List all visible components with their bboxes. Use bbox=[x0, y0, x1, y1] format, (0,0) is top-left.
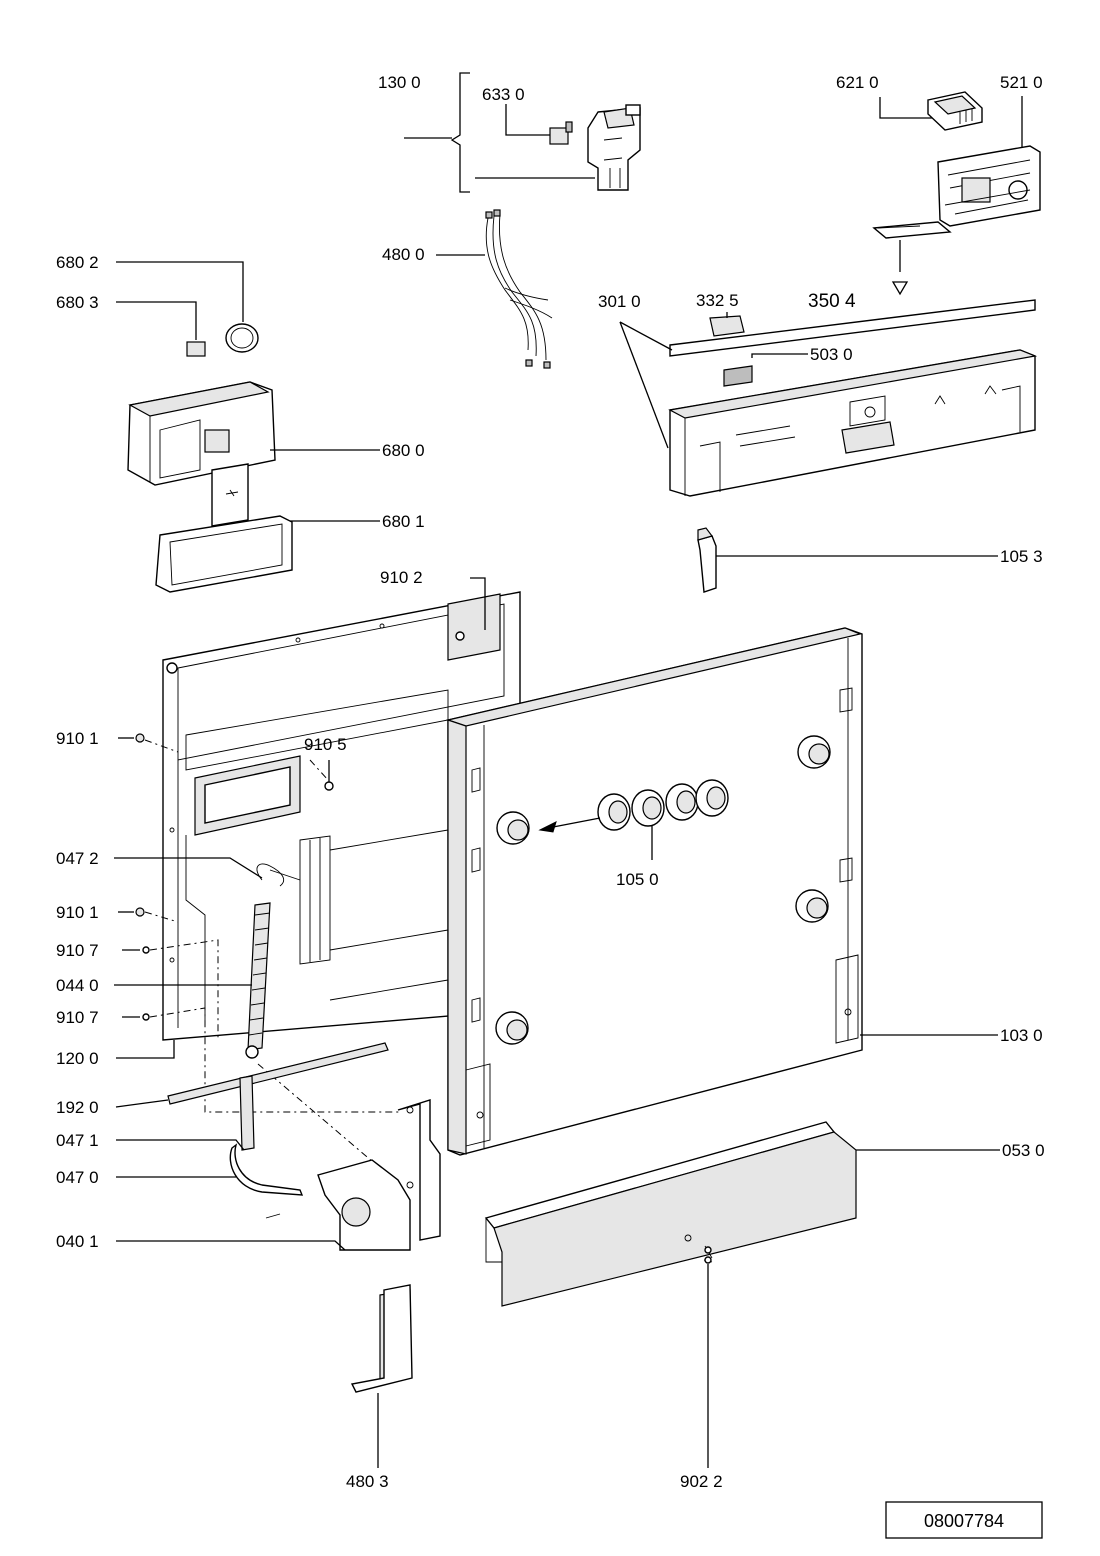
label-040-1: 040 1 bbox=[56, 1232, 99, 1251]
label-910-2: 910 2 bbox=[380, 568, 423, 587]
label-120-0: 120 0 bbox=[56, 1049, 99, 1068]
wiring-harness bbox=[436, 209, 553, 369]
dispenser-assembly bbox=[116, 261, 380, 593]
leader-lines bbox=[114, 577, 998, 1468]
label-301-0: 301 0 bbox=[598, 292, 641, 311]
label-902-2: 902 2 bbox=[680, 1472, 723, 1491]
inner-door bbox=[162, 591, 521, 1041]
label-910-1-top: 910 1 bbox=[56, 729, 99, 748]
hinge-bracket bbox=[697, 527, 998, 593]
outer-door-panel bbox=[445, 627, 863, 1156]
label-910-7-bottom: 910 7 bbox=[56, 1008, 99, 1027]
label-633-0: 633 0 bbox=[482, 85, 525, 104]
electronic-modules bbox=[879, 91, 1041, 227]
label-047-1: 047 1 bbox=[56, 1131, 99, 1150]
label-680-3: 680 3 bbox=[56, 293, 99, 312]
label-105-0: 105 0 bbox=[616, 870, 659, 889]
label-680-2: 680 2 bbox=[56, 253, 99, 272]
label-053-0: 053 0 bbox=[1002, 1141, 1045, 1160]
label-521-0: 521 0 bbox=[1000, 73, 1043, 92]
label-910-1-bottom: 910 1 bbox=[56, 903, 99, 922]
label-332-5: 332 5 bbox=[696, 291, 739, 310]
door-spring bbox=[144, 739, 401, 1186]
label-047-0: 047 0 bbox=[56, 1168, 99, 1187]
part-labels: 130 0 633 0 621 0 521 0 480 0 680 2 680 … bbox=[56, 73, 1045, 1491]
label-105-3: 105 3 bbox=[1000, 547, 1043, 566]
label-480-0: 480 0 bbox=[382, 245, 425, 264]
label-047-2: 047 2 bbox=[56, 849, 99, 868]
fasteners bbox=[118, 733, 334, 1021]
label-621-0: 621 0 bbox=[836, 73, 879, 92]
rollers bbox=[538, 779, 729, 833]
label-350-4: 350 4 bbox=[808, 291, 856, 312]
document-number: 08007784 bbox=[924, 1511, 1004, 1531]
label-103-0: 103 0 bbox=[1000, 1026, 1043, 1045]
label-680-0: 680 0 bbox=[382, 441, 425, 460]
kick-plate bbox=[484, 1121, 1000, 1307]
label-910-5: 910 5 bbox=[304, 735, 347, 754]
hinge-assembly bbox=[167, 1042, 441, 1393]
document-number-box: 08007784 bbox=[885, 1501, 1043, 1539]
control-panel bbox=[619, 221, 1038, 497]
switch-assembly bbox=[404, 72, 641, 193]
label-910-7-top: 910 7 bbox=[56, 941, 99, 960]
label-680-1: 680 1 bbox=[382, 512, 425, 531]
label-192-0: 192 0 bbox=[56, 1098, 99, 1117]
label-503-0: 503 0 bbox=[810, 345, 853, 364]
label-044-0: 044 0 bbox=[56, 976, 99, 995]
label-480-3: 480 3 bbox=[346, 1472, 389, 1491]
label-130-0: 130 0 bbox=[378, 73, 421, 92]
